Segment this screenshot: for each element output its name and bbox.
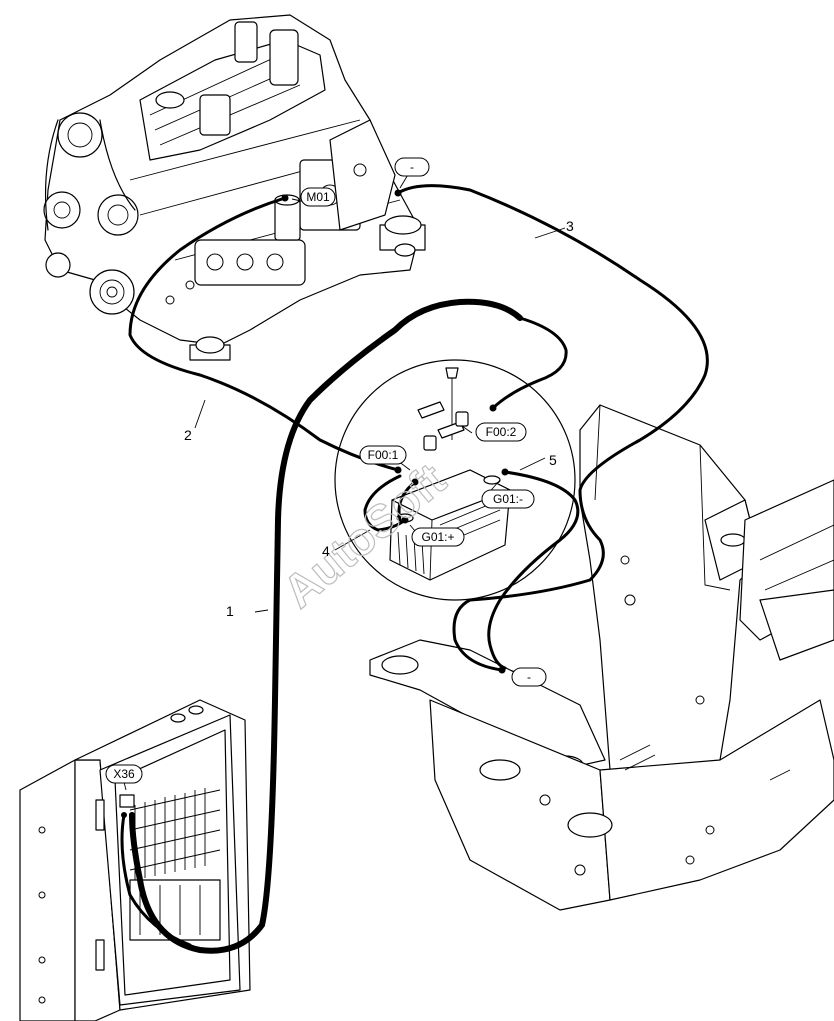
machine-frame bbox=[369, 404, 834, 911]
callout-3: 3 bbox=[566, 218, 574, 234]
cable-3 bbox=[396, 184, 709, 672]
label-x36-text: X36 bbox=[113, 767, 135, 781]
cable-2 bbox=[128, 196, 400, 472]
label-ground-top: - bbox=[394, 157, 430, 177]
label-f00-2-text: F00:2 bbox=[486, 425, 517, 439]
cable-5 bbox=[487, 470, 580, 670]
cable-4 bbox=[363, 474, 407, 532]
label-g01-plus-text: G01:+ bbox=[421, 530, 454, 544]
label-g01-plus: G01:+ bbox=[411, 527, 465, 547]
battery-detail bbox=[334, 359, 576, 601]
label-ground-bottom-text: - bbox=[527, 670, 531, 684]
label-ground-top-text: - bbox=[410, 160, 414, 174]
label-f00-2: F00:2 bbox=[475, 422, 527, 442]
cables bbox=[120, 184, 709, 954]
label-m01: M01 bbox=[300, 187, 336, 207]
label-g01-minus: G01:- bbox=[481, 489, 535, 509]
label-x36: X36 bbox=[105, 764, 143, 784]
cable-1-tail bbox=[491, 316, 568, 410]
callout-1: 1 bbox=[226, 603, 234, 619]
label-f00-1: F00:1 bbox=[359, 445, 407, 465]
cable-1 bbox=[129, 298, 523, 954]
callout-4: 4 bbox=[322, 543, 330, 559]
engine bbox=[43, 14, 426, 361]
label-g01-minus-text: G01:- bbox=[493, 492, 523, 506]
callout-2: 2 bbox=[184, 427, 192, 443]
label-f00-1-text: F00:1 bbox=[368, 448, 399, 462]
label-m01-text: M01 bbox=[306, 190, 330, 204]
label-ground-bottom: - bbox=[511, 667, 547, 687]
callout-5: 5 bbox=[549, 452, 557, 468]
